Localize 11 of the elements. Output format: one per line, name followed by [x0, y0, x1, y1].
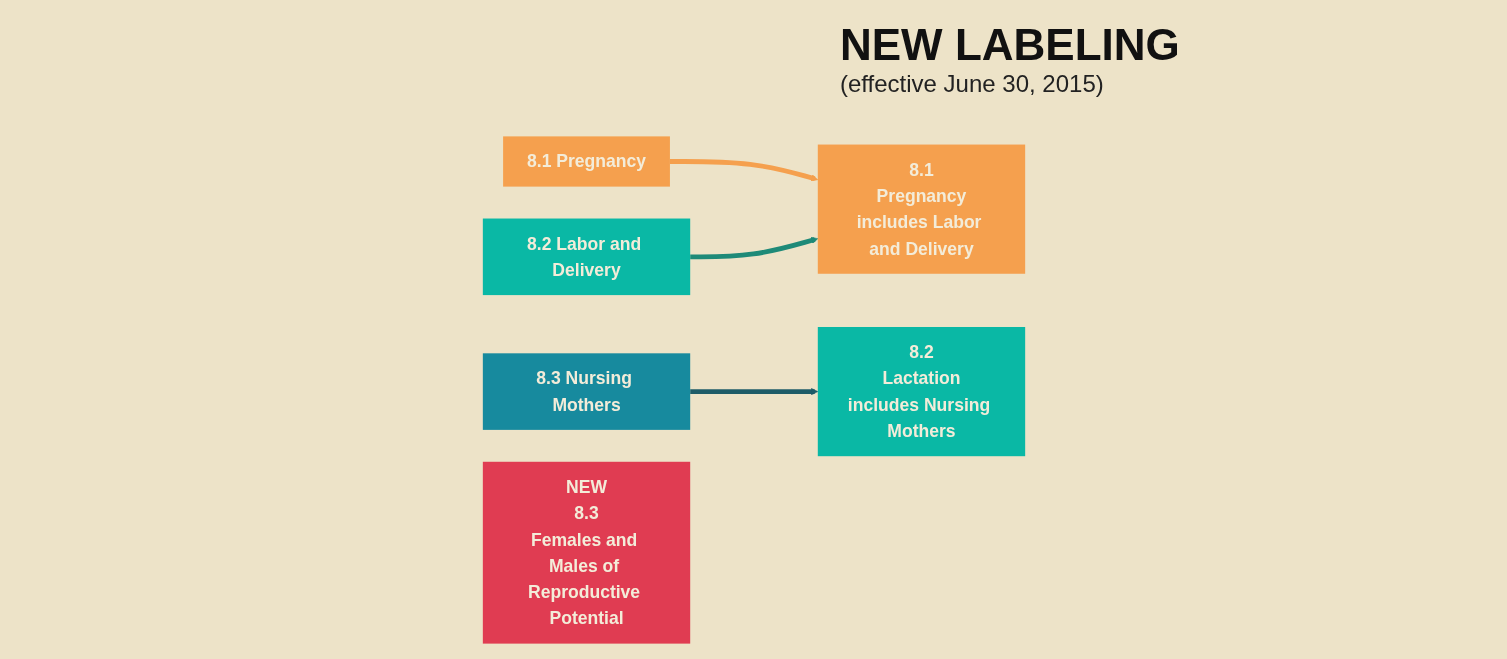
node-box: 8.2 Labor and Delivery — [482, 218, 690, 296]
arrow — [689, 388, 818, 396]
arrow — [689, 237, 818, 260]
note: (effective June 30, 2015) — [840, 70, 1105, 98]
node-box: 8.1 Pregnancy — [502, 136, 670, 187]
node-box: NEW 8.3 Females and Males of Reproductive Potential — [482, 461, 690, 644]
heading: NEW LABELING — [840, 20, 1180, 70]
node-box: 8.2 Lactation includes Nursing Mothers — [817, 327, 1025, 457]
node-box: 8.3 Nursing Mothers — [482, 353, 690, 430]
arrow — [669, 159, 818, 182]
node-box: 8.1 Pregnancy includes Labor and Delivery — [817, 144, 1025, 274]
